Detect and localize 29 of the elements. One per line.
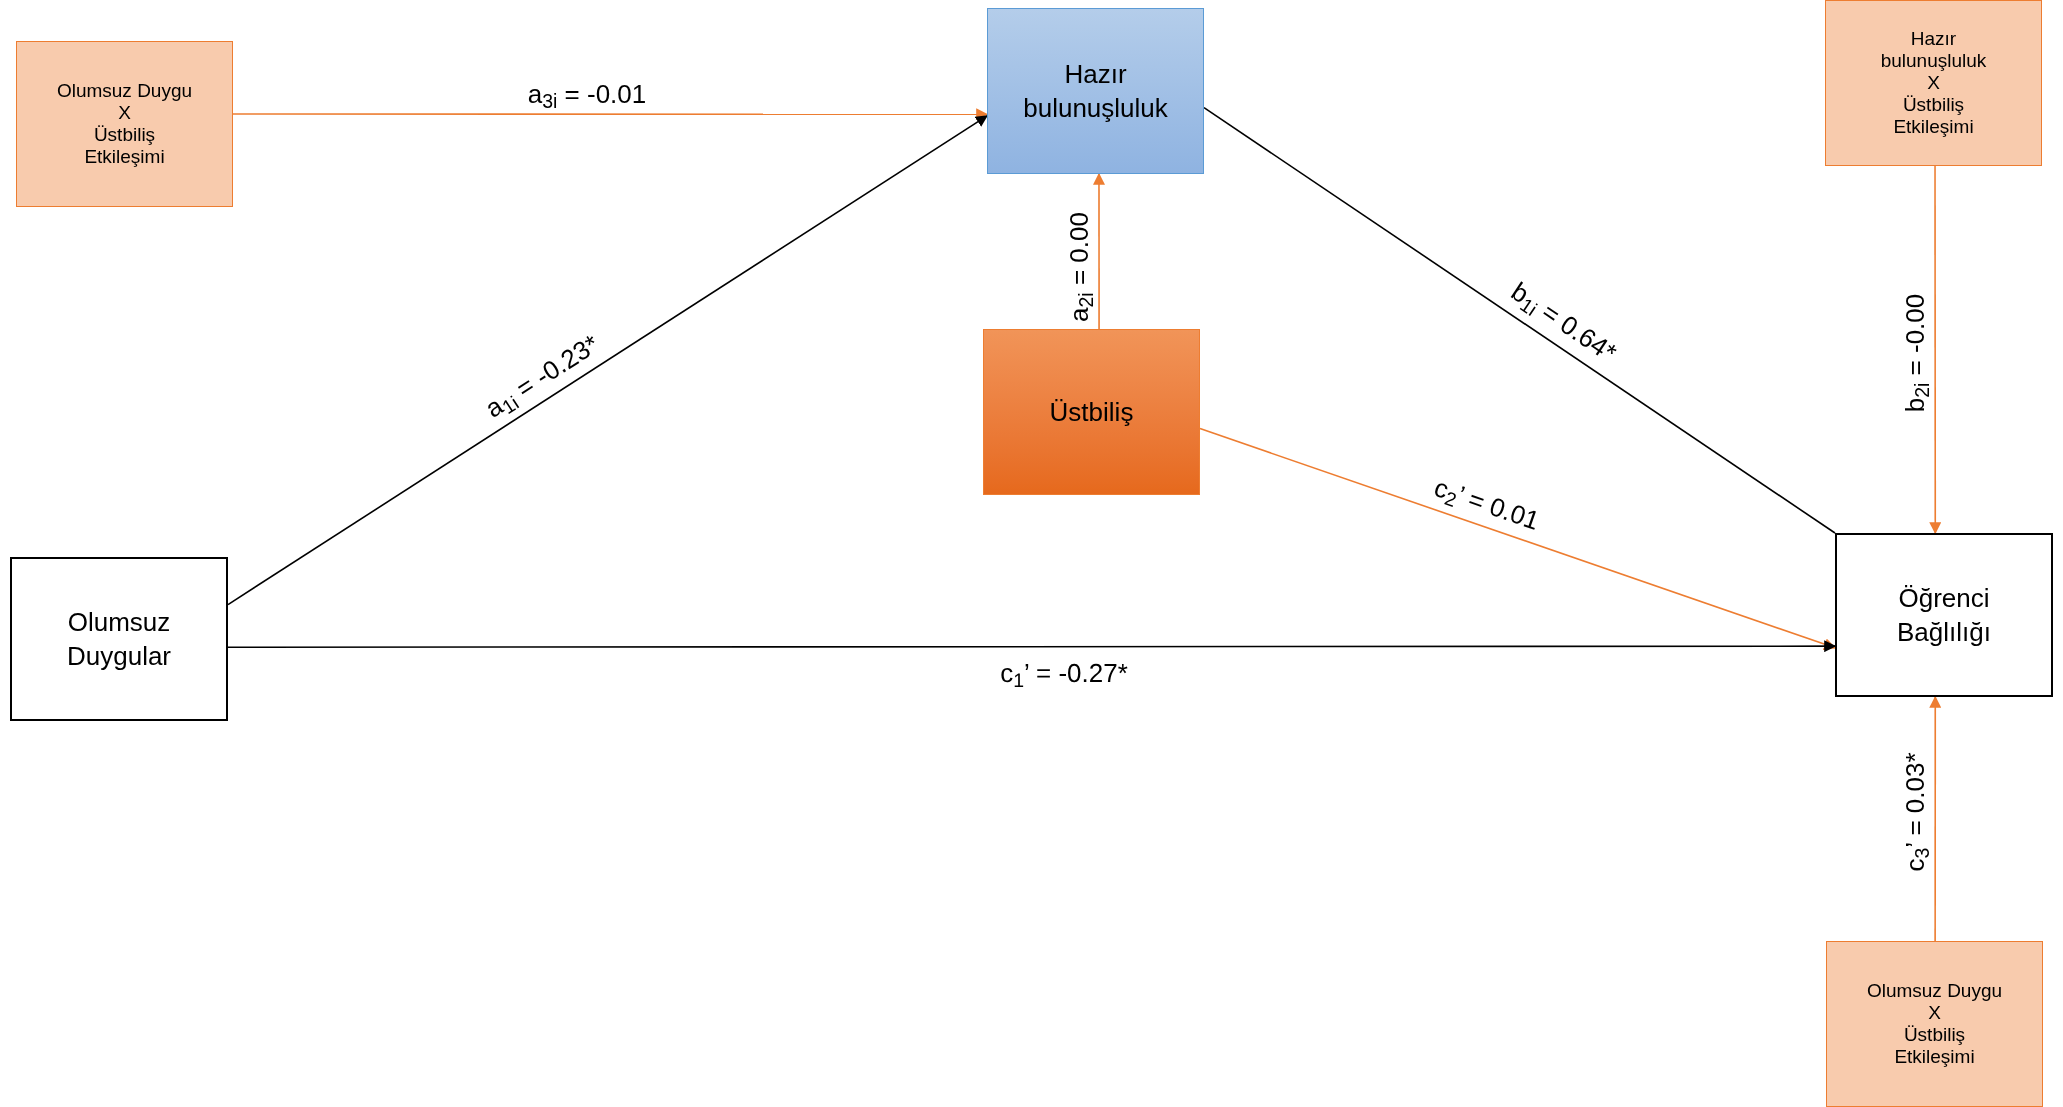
variable-box	[983, 329, 1200, 495]
box-label: Olumsuz Duygular	[65, 606, 173, 673]
arrow	[1929, 165, 1942, 535]
arrow	[1093, 172, 1105, 330]
variable-box	[1835, 533, 2053, 697]
box-label: Üstbiliş	[93, 124, 156, 146]
variable-box	[1826, 941, 2043, 1107]
box-label: Hazır bulunuşluluk	[1022, 58, 1169, 125]
box-label: Öğrenci Bağlılığı	[1896, 582, 1992, 649]
arrow	[227, 115, 988, 606]
arrow	[1929, 695, 1942, 942]
variable-box	[1825, 0, 2042, 166]
variable-box	[987, 8, 1204, 174]
box-label: Üstbiliş	[1902, 94, 1965, 116]
box-label: Etkileşimi	[1894, 1046, 1975, 1068]
box-label: Olumsuz Duygu	[1866, 980, 2003, 1002]
box-label: Olumsuz Duygu	[56, 80, 193, 102]
box-label: Üstbiliş	[1049, 396, 1134, 429]
arrow	[227, 640, 1837, 653]
box-label: X	[118, 102, 131, 124]
box-label: Etkileşimi	[1893, 116, 1974, 138]
variable-box	[10, 557, 228, 721]
box-label: Hazır bulunuşluluk	[1879, 28, 1988, 72]
variable-box	[16, 41, 233, 207]
box-label: Üstbiliş	[1903, 1024, 1966, 1046]
box-label: X	[1928, 1002, 1941, 1024]
arrow	[1199, 427, 1837, 650]
box-label: X	[1927, 72, 1940, 94]
box-label: Etkileşimi	[84, 146, 165, 168]
